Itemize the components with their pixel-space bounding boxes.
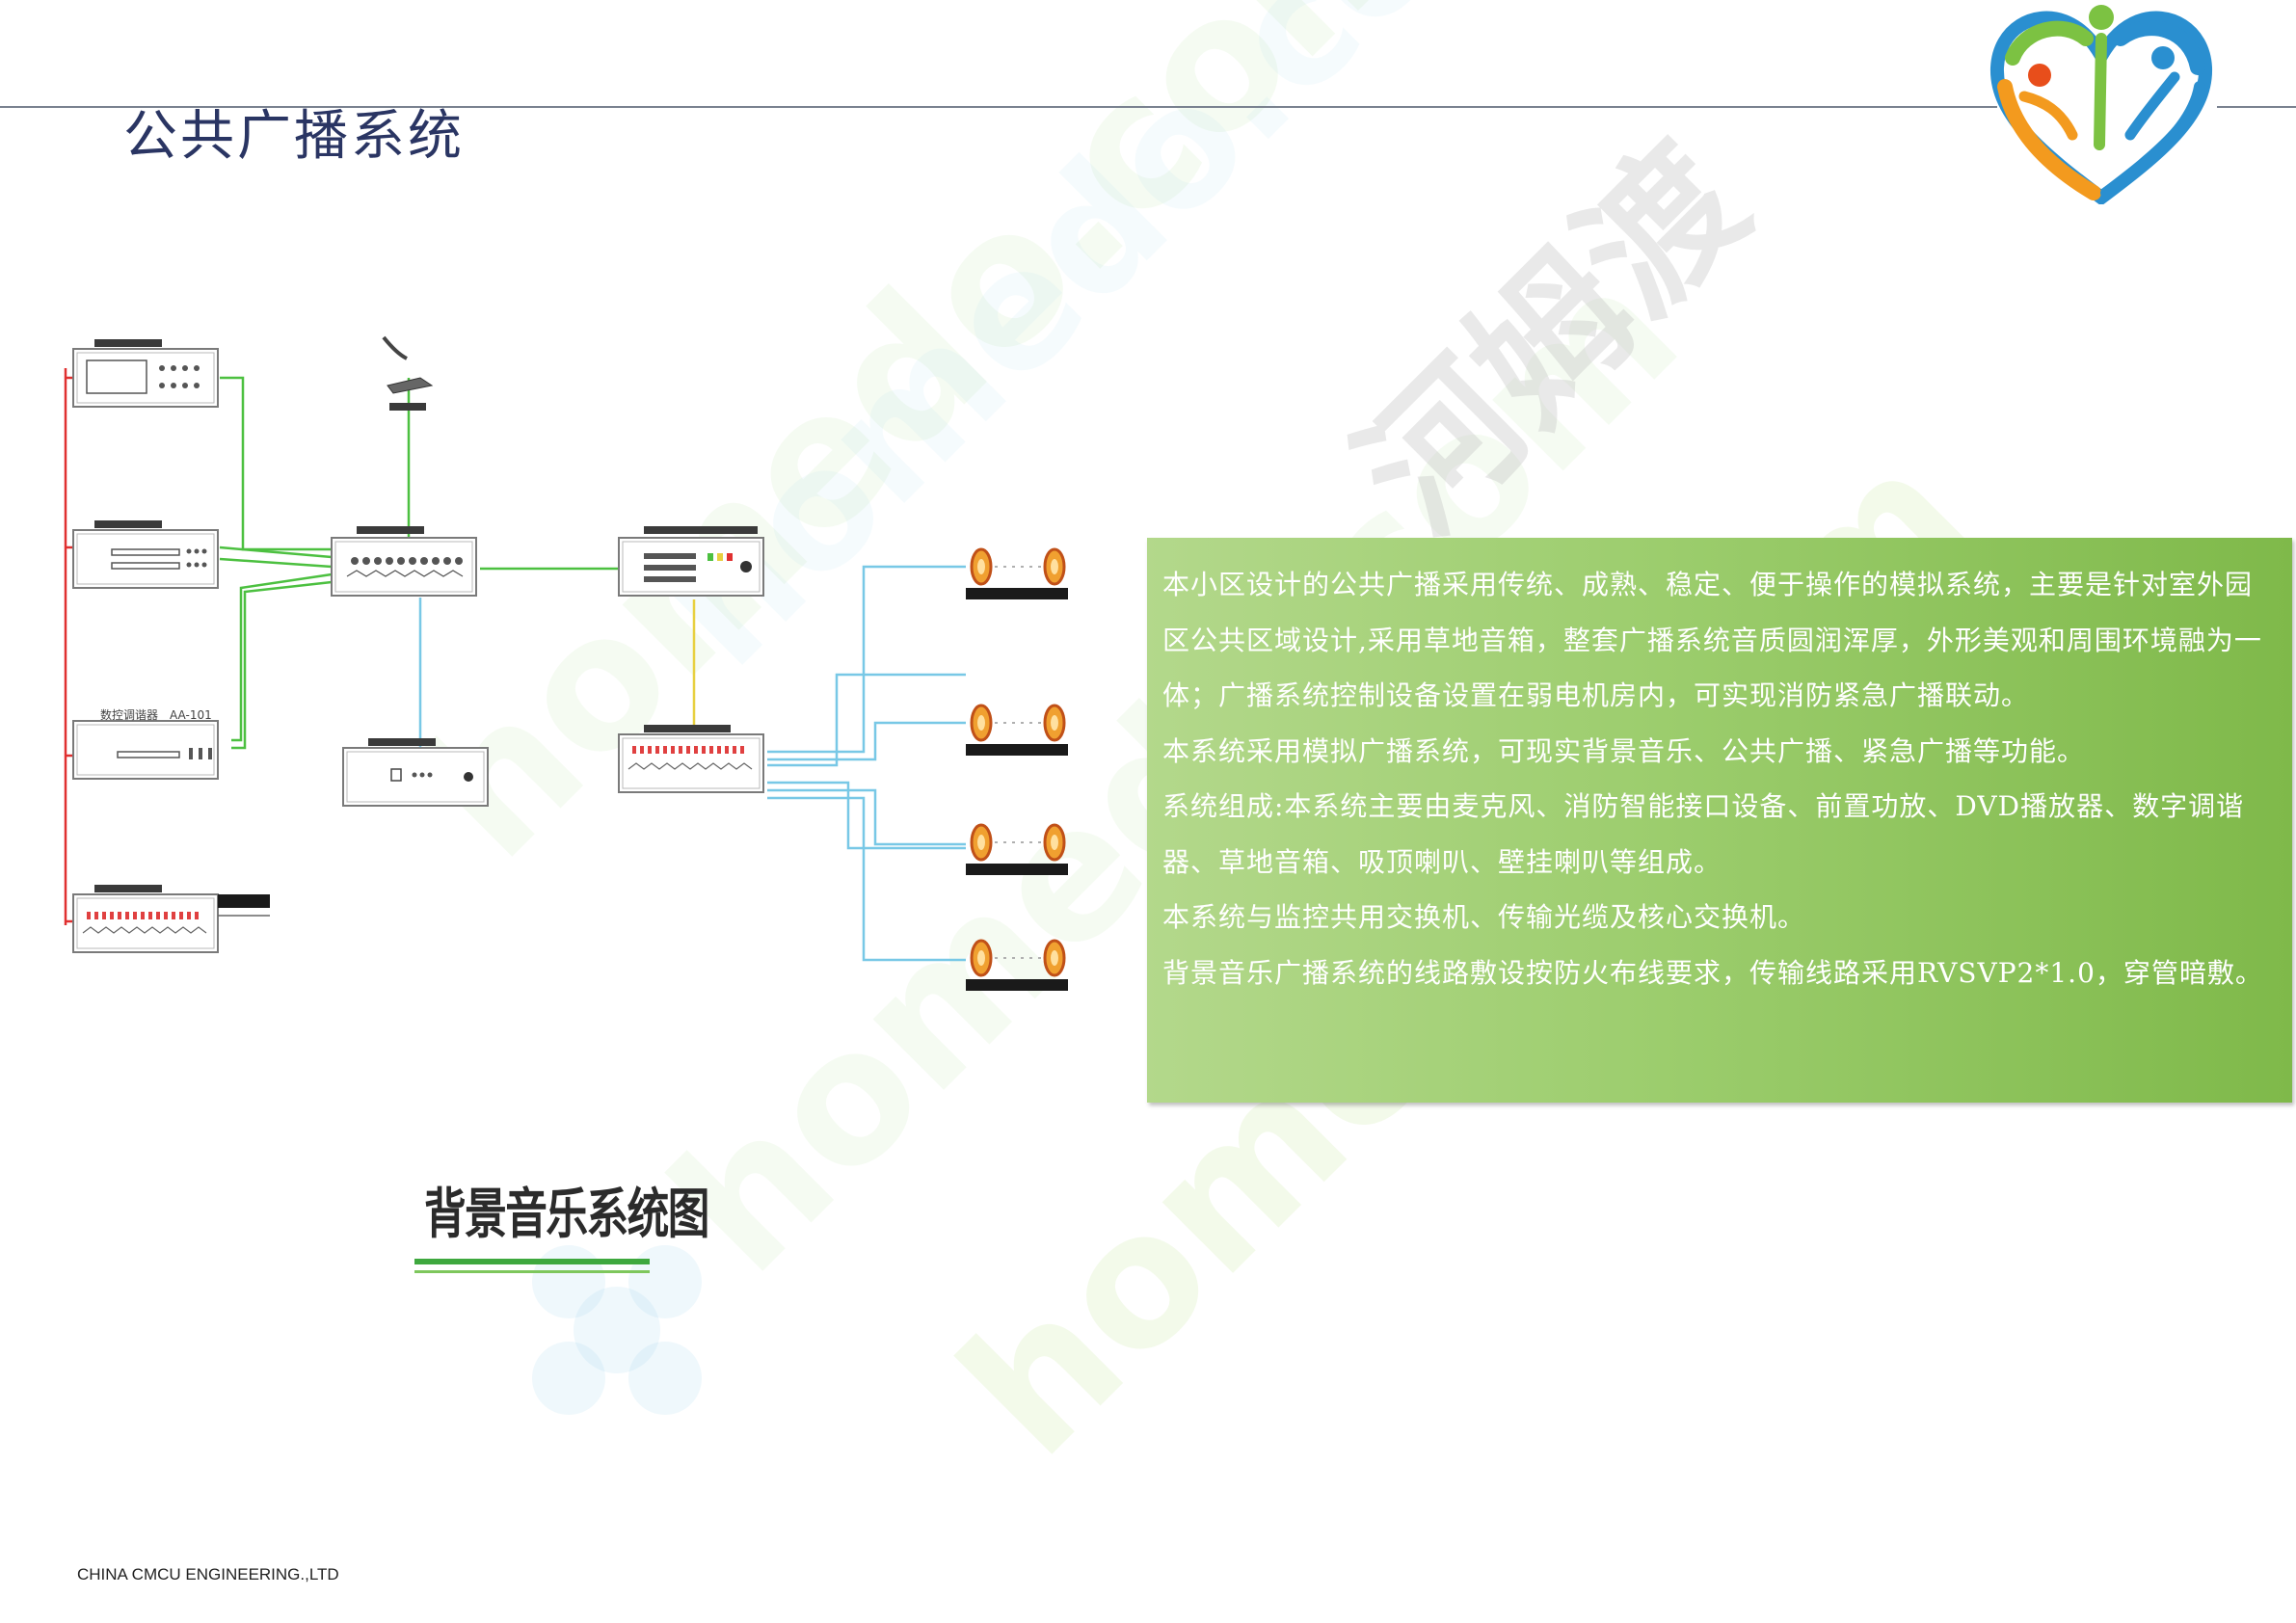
description-paragraph: 本小区设计的公共广播采用传统、成熟、稳定、便于操作的模拟系统，主要是针对室外园区… bbox=[1162, 569, 2262, 711]
description-box: 本小区设计的公共广播采用传统、成熟、稳定、便于操作的模拟系统，主要是针对室外园区… bbox=[1147, 538, 2292, 1103]
pre-amplifier-device bbox=[331, 526, 477, 597]
tuner-model-label: AA-101 bbox=[170, 708, 212, 722]
description-paragraph: 系统组成:本系统主要由麦克风、消防智能接口设备、前置功放、DVD播放器、数字调谐… bbox=[1162, 790, 2245, 878]
dvd-player-device bbox=[72, 520, 219, 589]
power-amplifier-device bbox=[618, 526, 764, 597]
description-paragraph: 本系统与监控共用交换机、传输光缆及核心交换机。 bbox=[1162, 901, 1806, 933]
audio-wiring bbox=[219, 376, 619, 750]
page-title: 公共广播系统 bbox=[123, 105, 465, 168]
lawn-speaker-2 bbox=[964, 704, 1070, 758]
watermark-text-cn: 河姆渡 bbox=[1325, 111, 1780, 566]
background-music-system-diagram: 数控调谐器 AA-101 bbox=[64, 335, 1070, 993]
zone-distributor-device bbox=[618, 725, 764, 793]
description-paragraph: 本系统采用模拟广播系统，可现实背景音乐、公共广播、紧急广播等功能。 bbox=[1162, 734, 2086, 767]
tuner-name-label: 数控调谐器 bbox=[100, 707, 158, 722]
description-paragraph: 背景音乐广播系统的线路敷设按防火布线要求，传输线路采用RVSVP2*1.0，穿管… bbox=[1162, 956, 2263, 989]
microphone-icon bbox=[382, 335, 434, 411]
header-rule-right bbox=[2217, 106, 2296, 108]
caption-underline bbox=[414, 1259, 650, 1264]
lawn-speaker-1 bbox=[964, 547, 1070, 601]
cd-player-device bbox=[72, 339, 219, 408]
power-wiring bbox=[64, 368, 73, 925]
monitor-unit-device bbox=[342, 738, 489, 807]
lawn-speaker-3 bbox=[964, 823, 1070, 877]
signal-wiring bbox=[418, 565, 966, 962]
diagram-caption: 背景音乐系统图 bbox=[424, 1184, 709, 1246]
lawn-speaker-4 bbox=[964, 939, 1070, 993]
digital-tuner-device: 数控调谐器 AA-101 bbox=[72, 707, 219, 780]
fire-interface-device bbox=[72, 885, 270, 953]
company-footer: CHINA CMCU ENGINEERING.,LTD bbox=[77, 1565, 339, 1583]
caption-underline-thin bbox=[414, 1270, 650, 1273]
heart-people-logo-icon bbox=[1989, 5, 2213, 204]
header-rule bbox=[0, 106, 1997, 108]
